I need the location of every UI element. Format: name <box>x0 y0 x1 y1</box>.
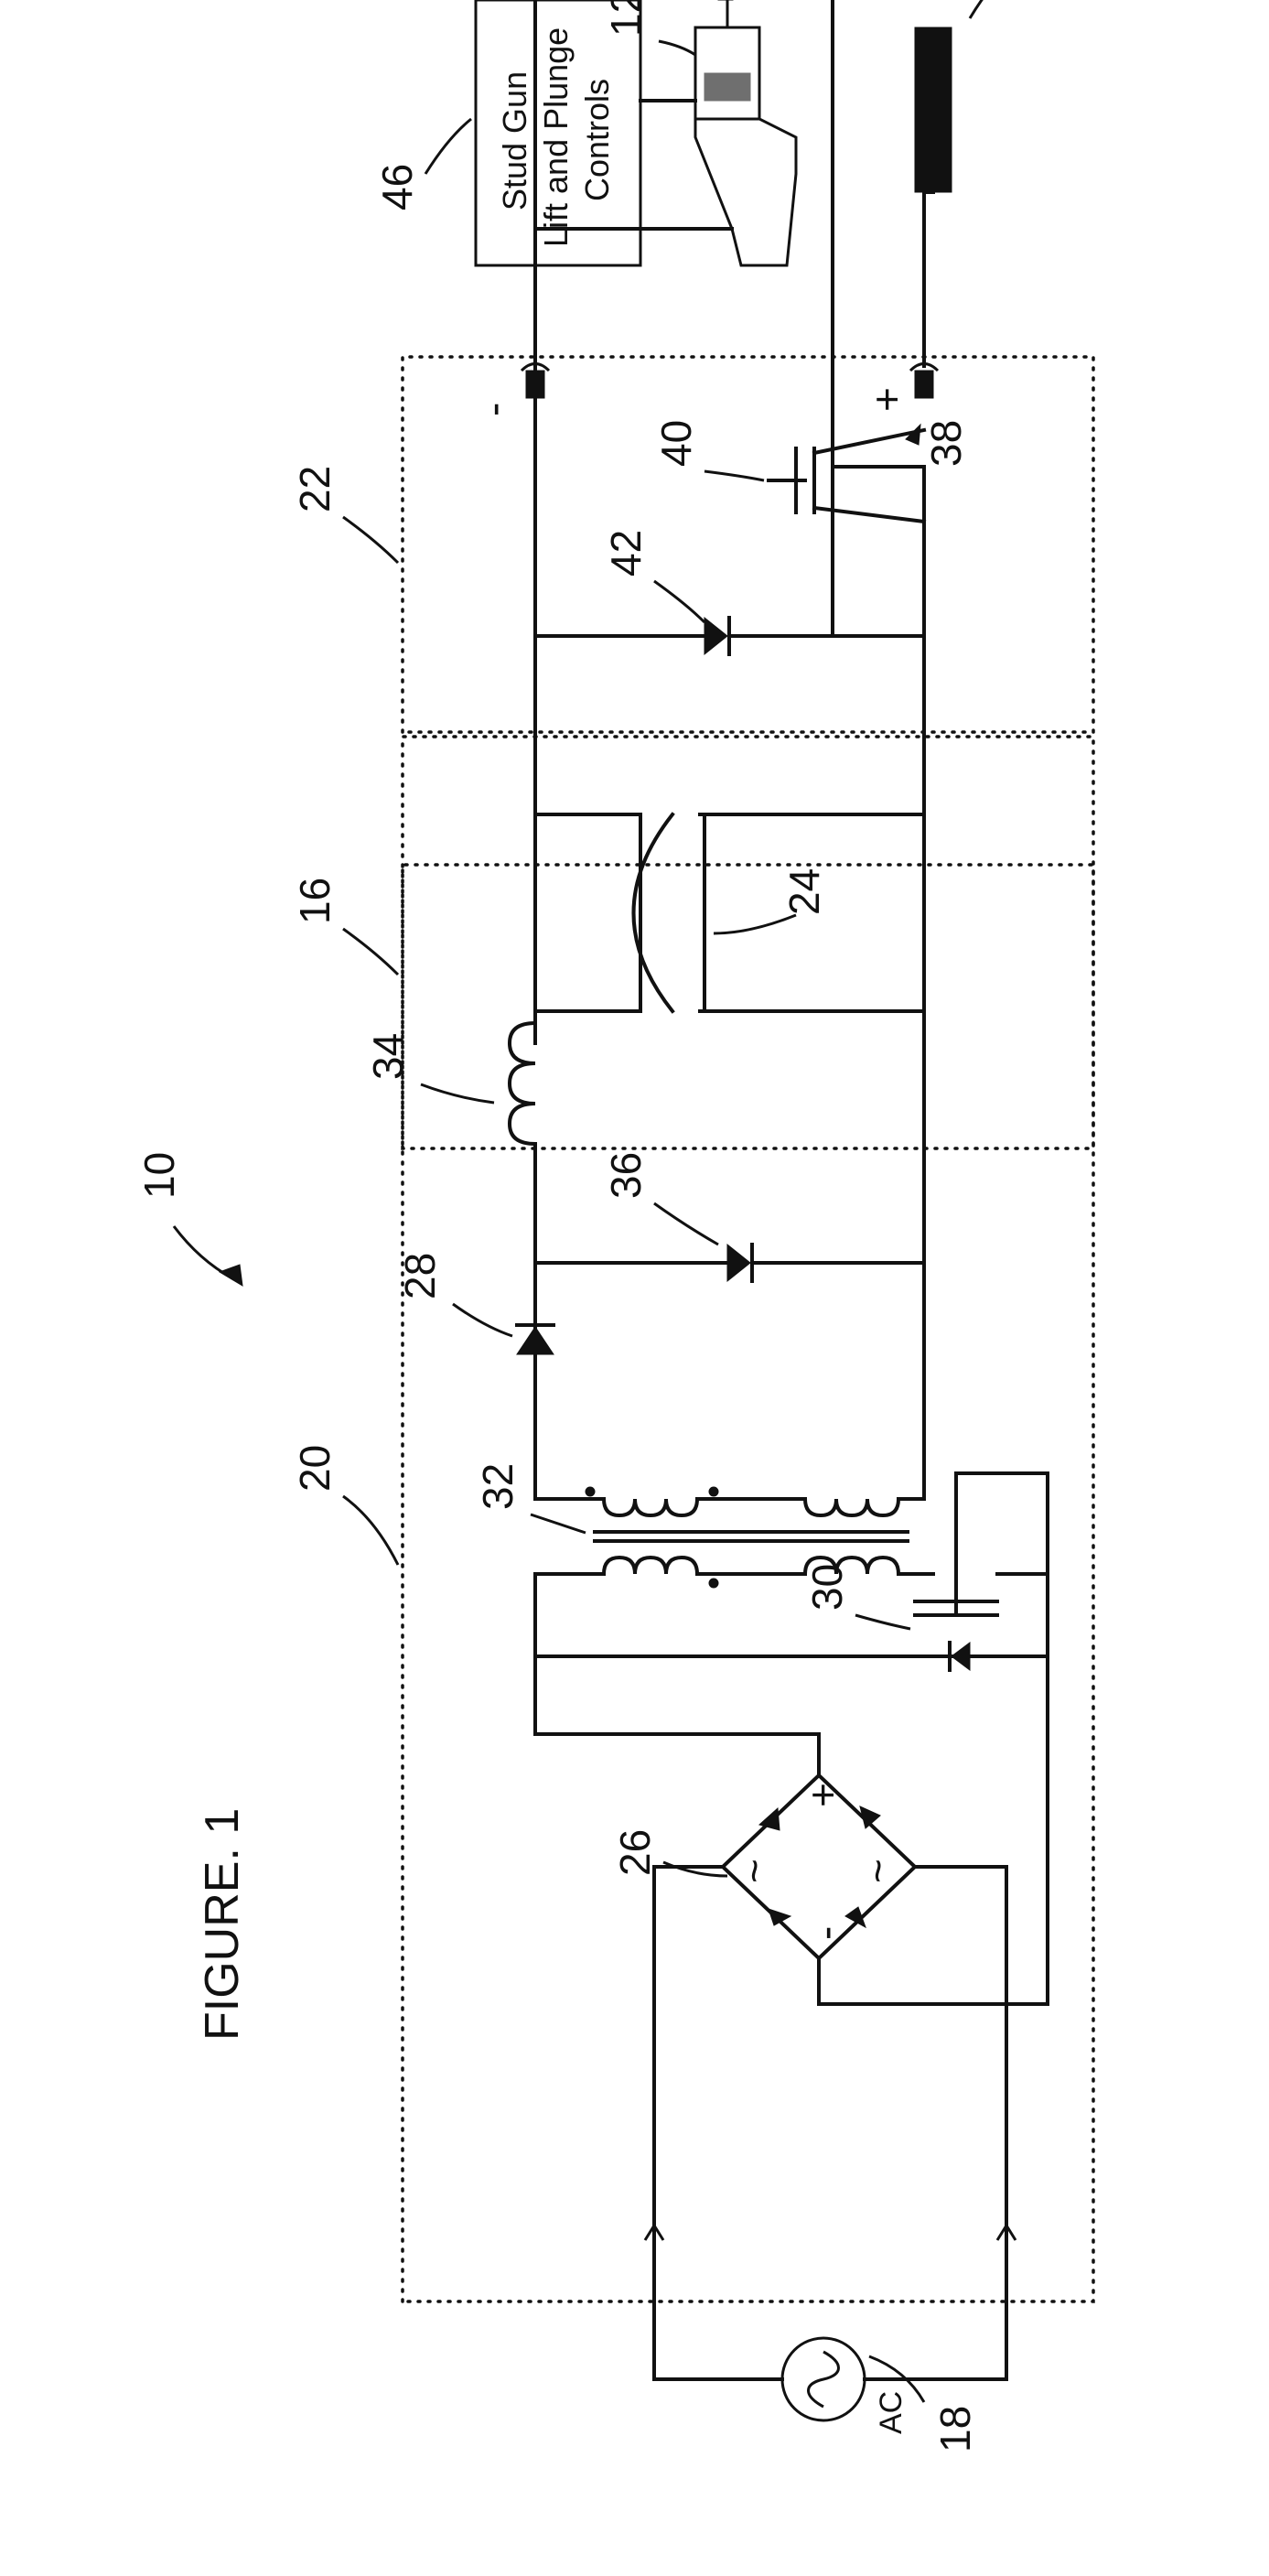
label-30: 30 <box>803 1564 851 1611</box>
capacitor <box>631 812 926 1014</box>
label-28: 28 <box>396 1253 444 1299</box>
diode-36 <box>726 1243 751 1283</box>
label-10: 10 <box>135 1152 183 1199</box>
inductor <box>507 1020 538 1147</box>
diode-28 <box>516 1326 554 1355</box>
label-46: 46 <box>373 164 421 210</box>
label-24: 24 <box>780 868 828 915</box>
output-plus-sign: + <box>863 387 910 412</box>
label-42: 42 <box>602 530 650 577</box>
controls-line1: Stud Gun <box>496 71 533 210</box>
mosfet-switch <box>913 1471 1049 1617</box>
label-18: 18 <box>931 2406 979 2452</box>
snubber-diode <box>951 1642 971 1671</box>
bridge-tilde-bottom: ~ <box>854 1859 901 1883</box>
igbt-switch <box>767 423 927 524</box>
label-20: 20 <box>291 1445 339 1492</box>
ac-text: AC <box>874 2391 909 2434</box>
label-22: 22 <box>291 466 339 512</box>
bridge-plus: + <box>799 1783 846 1807</box>
charger-section-box <box>401 863 1095 2303</box>
controls-box <box>474 0 642 267</box>
output-minus-sign: - <box>469 403 517 416</box>
capacitor-section-box-outline <box>401 735 1095 1150</box>
label-34: 34 <box>364 1033 412 1080</box>
label-38: 38 <box>922 420 970 467</box>
bridge-tilde-top: ~ <box>730 1859 778 1883</box>
label-12: 12 <box>602 0 650 37</box>
controls-line3: Controls <box>578 79 616 201</box>
workpiece <box>914 27 952 193</box>
ac-source: AC <box>780 2336 909 2434</box>
controls-line2: Lift and Plunge <box>537 27 575 247</box>
figure-title: FIGURE. 1 <box>196 1808 249 2041</box>
stud-gun <box>694 0 798 267</box>
label-36: 36 <box>602 1152 650 1199</box>
label-26: 26 <box>611 1829 659 1876</box>
output-terminal-plus <box>909 362 940 399</box>
transformer-primary <box>601 1555 901 1577</box>
transformer-secondary <box>601 1496 901 1518</box>
bridge-minus: - <box>801 1926 849 1940</box>
bridge-rectifier: + - ~ ~ <box>720 1773 918 1961</box>
label-32: 32 <box>474 1463 522 1510</box>
diode-42 <box>704 616 728 656</box>
label-16: 16 <box>291 878 339 924</box>
label-40: 40 <box>652 420 700 467</box>
